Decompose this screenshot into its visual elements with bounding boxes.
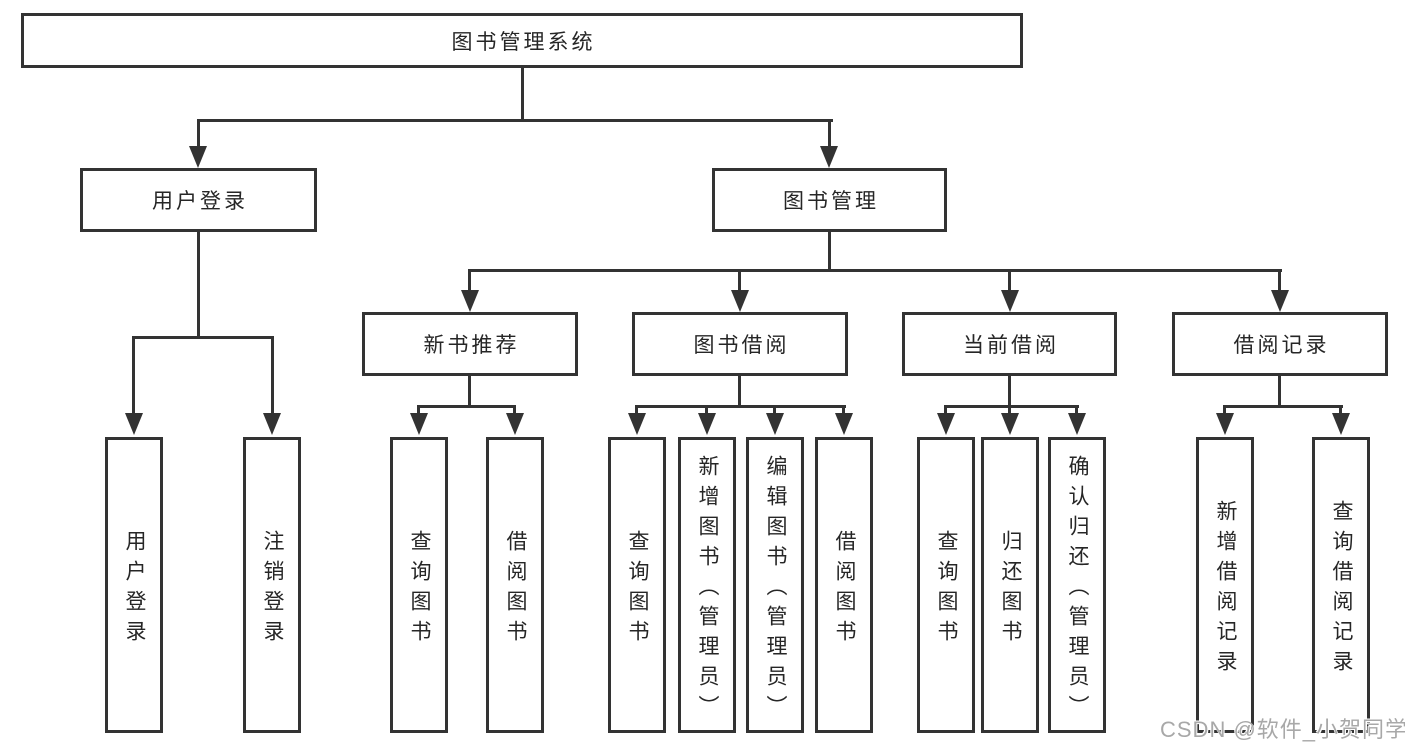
- leaf-br-add-record: 新增借阅记录: [1196, 437, 1254, 733]
- leaf-logout-label: 注销登录: [261, 529, 284, 650]
- leaf-bb-query-book: 查询图书: [608, 437, 666, 733]
- arrowhead-down-icon: [506, 413, 524, 435]
- node-book-management-label: 图书管理: [783, 190, 879, 213]
- leaf-bb-add-book-admin-label: 新增图书（管理员）: [696, 454, 719, 725]
- node-new-book-recommend-label: 新书推荐: [423, 334, 520, 357]
- csdn-watermark: CSDN @软件_小贺同学: [1160, 717, 1405, 742]
- connector-stem: [1008, 269, 1011, 295]
- arrowhead-down-icon: [461, 290, 479, 312]
- arrowhead-down-icon: [410, 413, 428, 435]
- connector-stem: [132, 336, 135, 420]
- leaf-bb-query-book-label: 查询图书: [626, 529, 649, 650]
- leaf-cb-query-book: 查询图书: [917, 437, 975, 733]
- arrowhead-down-icon: [1216, 413, 1234, 435]
- arrowhead-down-icon: [937, 413, 955, 435]
- connector-book-mgmt-stub: [828, 232, 831, 271]
- leaf-rec-borrow-book: 借阅图书: [486, 437, 544, 733]
- arrowhead-down-icon: [1332, 413, 1350, 435]
- node-book-borrow-label: 图书借阅: [693, 334, 790, 357]
- node-new-book-recommend: 新书推荐: [362, 312, 578, 376]
- connector-stem: [271, 336, 274, 420]
- leaf-bb-edit-book-admin: 编辑图书（管理员）: [746, 437, 804, 733]
- node-borrow-record: 借阅记录: [1172, 312, 1388, 376]
- connector-bb-stub: [738, 376, 741, 407]
- connector-rec-branch: [417, 405, 516, 408]
- connector-user-login-stub: [197, 232, 200, 336]
- arrowhead-down-icon: [698, 413, 716, 435]
- connector-user-login-branch: [132, 336, 274, 339]
- node-root-label: 图书管理系统: [451, 30, 596, 54]
- connector-stem: [197, 119, 200, 149]
- leaf-br-add-record-label: 新增借阅记录: [1214, 499, 1237, 680]
- leaf-br-query-record: 查询借阅记录: [1312, 437, 1370, 733]
- node-current-borrow: 当前借阅: [902, 312, 1117, 376]
- leaf-br-query-record-label: 查询借阅记录: [1330, 499, 1353, 680]
- connector-cb-stub: [1008, 376, 1011, 407]
- connector-rec-stub: [468, 376, 471, 407]
- leaf-bb-add-book-admin: 新增图书（管理员）: [678, 437, 736, 733]
- connector-book-mgmt-branch: [468, 269, 1282, 272]
- arrowhead-down-icon: [1068, 413, 1086, 435]
- leaf-logout: 注销登录: [243, 437, 301, 733]
- leaf-cb-query-book-label: 查询图书: [935, 529, 958, 650]
- leaf-rec-query-book-label: 查询图书: [408, 529, 431, 650]
- arrowhead-down-icon: [766, 413, 784, 435]
- connector-stem: [468, 269, 471, 295]
- leaf-bb-borrow-book: 借阅图书: [815, 437, 873, 733]
- leaf-rec-borrow-book-label: 借阅图书: [504, 529, 527, 650]
- connector-root-stub: [521, 68, 524, 119]
- node-user-login: 用户登录: [80, 168, 317, 232]
- node-root: 图书管理系统: [21, 13, 1023, 68]
- leaf-cb-return-book-label: 归还图书: [999, 529, 1022, 650]
- leaf-rec-query-book: 查询图书: [390, 437, 448, 733]
- connector-bb-branch: [635, 405, 846, 408]
- arrowhead-down-icon: [835, 413, 853, 435]
- leaf-cb-confirm-return-admin-label: 确认归还（管理员）: [1066, 454, 1089, 725]
- connector-br-stub: [1278, 376, 1281, 407]
- arrowhead-down-icon: [263, 413, 281, 435]
- node-borrow-record-label: 借阅记录: [1233, 334, 1330, 357]
- connector-stem: [1278, 269, 1281, 295]
- arrowhead-down-icon: [1271, 290, 1289, 312]
- arrowhead-down-icon: [731, 290, 749, 312]
- leaf-cb-return-book: 归还图书: [981, 437, 1039, 733]
- connector-stem: [738, 269, 741, 295]
- connector-br-branch: [1223, 405, 1343, 408]
- node-book-management: 图书管理: [712, 168, 947, 232]
- arrowhead-down-icon: [628, 413, 646, 435]
- leaf-bb-borrow-book-label: 借阅图书: [833, 529, 856, 650]
- leaf-user-login-label: 用户登录: [123, 529, 146, 650]
- leaf-bb-edit-book-admin-label: 编辑图书（管理员）: [764, 454, 787, 725]
- arrowhead-down-icon: [189, 146, 207, 168]
- connector-stem: [828, 119, 831, 149]
- leaf-user-login: 用户登录: [105, 437, 163, 733]
- arrowhead-down-icon: [1001, 290, 1019, 312]
- node-user-login-label: 用户登录: [152, 190, 248, 213]
- arrowhead-down-icon: [1001, 413, 1019, 435]
- connector-cb-branch: [944, 405, 1079, 408]
- node-current-borrow-label: 当前借阅: [963, 334, 1059, 357]
- leaf-cb-confirm-return-admin: 确认归还（管理员）: [1048, 437, 1106, 733]
- arrowhead-down-icon: [125, 413, 143, 435]
- connector-root-branch: [197, 119, 833, 122]
- node-book-borrow: 图书借阅: [632, 312, 848, 376]
- arrowhead-down-icon: [820, 146, 838, 168]
